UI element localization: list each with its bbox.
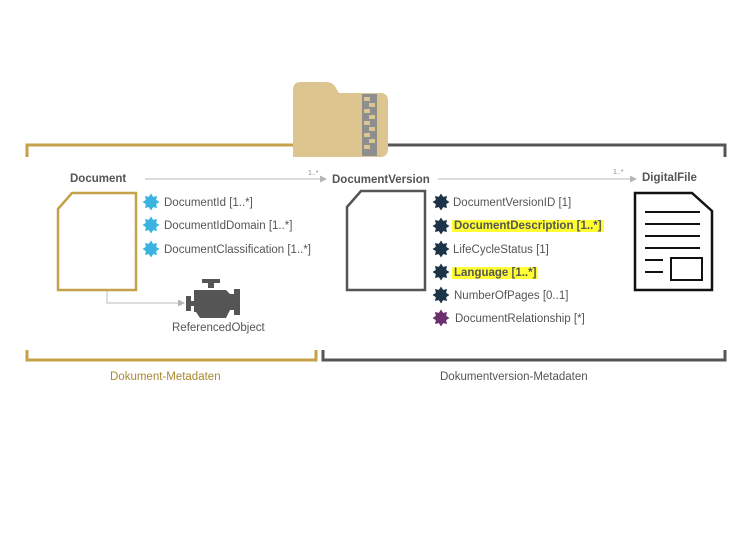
document-title: Document <box>70 173 127 185</box>
star-burst-icon <box>432 263 450 281</box>
arrow-version-to-file <box>438 175 637 183</box>
document-file-icon <box>633 191 714 292</box>
arrow-document-to-referenced-object <box>106 291 185 307</box>
star-burst-icon <box>432 309 450 327</box>
version-attribute-highlighted: DocumentDescription [1..*] <box>452 219 604 233</box>
star-burst-icon <box>142 240 160 258</box>
engine-icon <box>186 279 240 318</box>
section-label-document: Dokument-Metadaten <box>110 371 221 383</box>
document-attribute: DocumentId [1..*] <box>164 197 253 209</box>
attribute-label: DocumentRelationship [*] <box>455 313 585 325</box>
attribute-label: NumberOfPages [0..1] <box>454 290 569 302</box>
star-burst-icon <box>142 193 160 211</box>
star-burst-icon <box>432 286 450 304</box>
version-attribute: DocumentRelationship [*] <box>455 312 585 326</box>
attribute-label: LifeCycleStatus [1] <box>453 244 549 256</box>
digital-file-title: DigitalFile <box>642 172 697 184</box>
star-burst-icon <box>432 217 450 235</box>
zip-folder-icon <box>293 82 388 157</box>
version-attribute: LifeCycleStatus [1] <box>453 243 549 257</box>
referenced-object-label: ReferencedObject <box>172 322 265 334</box>
version-attribute-highlighted: Language [1..*] <box>452 266 539 280</box>
arrow-document-to-version <box>145 175 327 183</box>
section-label-document-version: Dokumentversion-Metadaten <box>440 371 588 383</box>
version-attribute: NumberOfPages [0..1] <box>454 289 568 303</box>
bottom-bracket-gray <box>321 350 727 362</box>
star-burst-icon <box>142 216 160 234</box>
star-burst-icon <box>432 193 450 211</box>
highlighted-attribute-label: Language [1..*] <box>452 267 539 279</box>
document-version-title: DocumentVersion <box>332 174 430 186</box>
document-version-page-icon <box>345 189 427 292</box>
multiplicity-digital-file: 1..* <box>613 169 624 176</box>
top-bracket-gold <box>25 143 308 157</box>
document-page-icon <box>56 191 138 292</box>
highlighted-attribute-label: DocumentDescription [1..*] <box>452 220 604 232</box>
attribute-label: DocumentVersionID [1] <box>453 197 572 209</box>
top-bracket-gray <box>388 143 727 157</box>
document-attribute: DocumentIdDomain [1..*] <box>164 220 293 232</box>
multiplicity-document-version: 1..* <box>308 170 319 177</box>
bottom-bracket-gold <box>25 350 318 362</box>
star-burst-icon <box>432 240 450 258</box>
version-attribute: DocumentVersionID [1] <box>453 196 571 210</box>
document-attribute: DocumentClassification [1..*] <box>164 244 312 256</box>
